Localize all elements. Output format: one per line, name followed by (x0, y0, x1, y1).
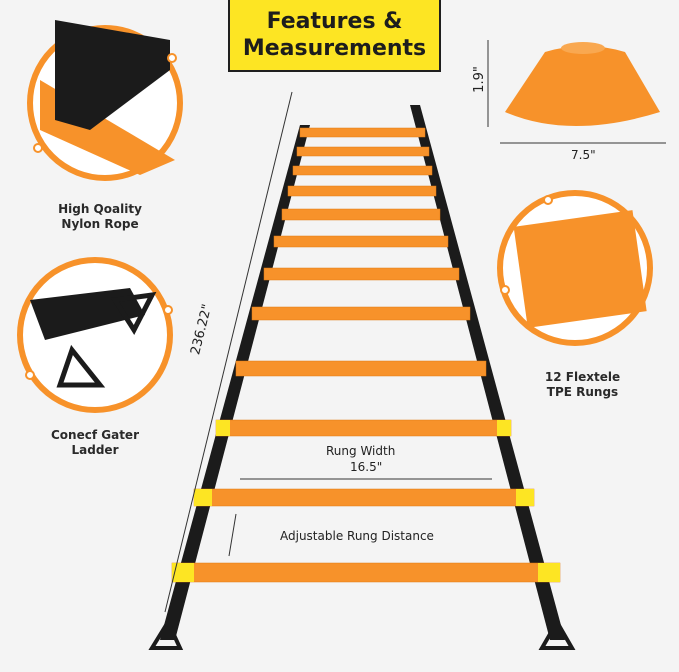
cone-width-label: 7.5" (571, 148, 596, 162)
title-line-2: Measurements (242, 36, 427, 61)
ladder-rungs (171, 127, 561, 583)
rung (292, 165, 433, 176)
rung (299, 127, 426, 138)
rungs-feature-label: 12 Flextele TPE Rungs (544, 370, 621, 399)
rung-width-value: 16.5" (350, 460, 383, 474)
rope-feature-label: High Qoality Nylon Rope (58, 202, 142, 231)
ladder-strap-left (160, 125, 310, 640)
rung (273, 235, 449, 248)
rung-clip (538, 563, 560, 582)
rungs-detail-circle (497, 190, 653, 346)
page-title: Features & Measurements (228, 0, 441, 72)
rung (171, 562, 561, 583)
connector-detail-circle (17, 257, 173, 413)
rung-clip (516, 489, 534, 506)
title-line-1: Features & (266, 9, 403, 34)
rung (287, 185, 437, 197)
end-triangle-left (148, 617, 184, 650)
rope-detail-circle (27, 20, 183, 181)
cone-height-label: 1.9" (471, 66, 487, 93)
rung (215, 419, 512, 437)
length-dimension-line (164, 91, 293, 613)
end-triangle-right (538, 617, 576, 650)
ladder-feature-label: Conecf Gater Ladder (51, 428, 139, 457)
rung (193, 488, 535, 507)
rung (251, 306, 471, 321)
rung (296, 146, 430, 157)
rung-clip (216, 420, 230, 436)
rung-clip (194, 489, 212, 506)
rung (263, 267, 460, 281)
cone-illustration (505, 42, 660, 126)
rung (281, 208, 441, 221)
rung-clip (497, 420, 511, 436)
rung-distance-line (228, 513, 237, 557)
rung (235, 360, 487, 377)
rung-clips (172, 420, 560, 582)
rung-width-label: Rung Width (326, 444, 396, 458)
rung-clip (172, 563, 194, 582)
rung-distance-label: Adjustable Rung Distance (280, 529, 434, 543)
